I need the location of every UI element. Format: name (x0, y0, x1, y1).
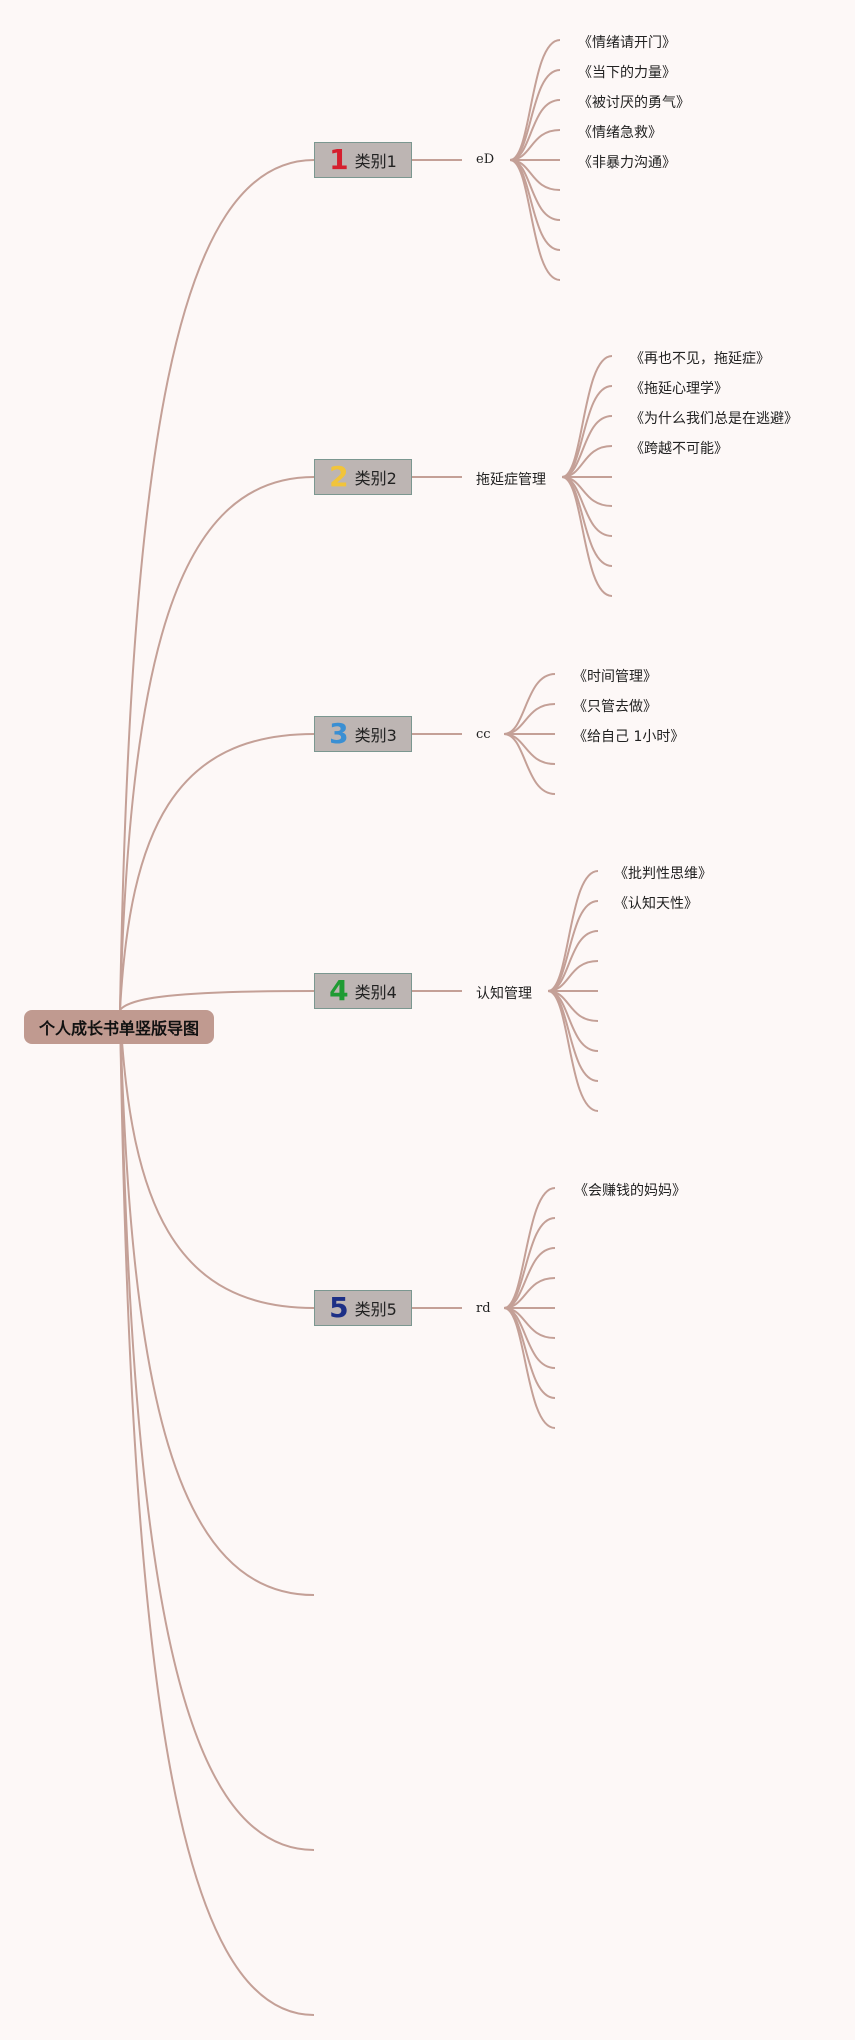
book-item[interactable]: 《为什么我们总是在逃避》 (630, 411, 798, 427)
leaf-connector (503, 673, 556, 735)
category-node-2[interactable]: 2 类别2 (314, 459, 412, 495)
category-label-4: 类别4 (354, 983, 397, 1002)
empty-root-branch (119, 1009, 315, 1851)
category-node-1[interactable]: 1 类别1 (314, 142, 412, 178)
category-node-4[interactable]: 4 类别4 (314, 973, 412, 1009)
subtopic-5[interactable]: rd (476, 1301, 491, 1316)
number-badge-2: 2 (329, 460, 349, 493)
number-badge-3: 3 (329, 717, 349, 750)
leaf-connector (503, 733, 556, 765)
category-label-5: 类别5 (354, 1300, 397, 1319)
leaf-connector (561, 415, 613, 478)
category-node-3[interactable]: 3 类别3 (314, 716, 412, 752)
leaf-connector (509, 99, 561, 161)
number-badge-1: 1 (329, 143, 349, 176)
book-item[interactable]: 《跨越不可能》 (630, 441, 728, 457)
leaf-connector (561, 476, 613, 537)
book-item[interactable]: 《被讨厌的勇气》 (578, 95, 690, 111)
leaf-connector (547, 990, 599, 1112)
book-item[interactable]: 《情绪请开门》 (578, 35, 676, 51)
book-item[interactable]: 《拖延心理学》 (630, 381, 728, 397)
root-branch (119, 733, 315, 1011)
leaf-connector (503, 733, 556, 795)
subtopic-3[interactable]: cc (476, 727, 491, 742)
leaf-connector (561, 385, 613, 478)
leaf-connector (561, 476, 613, 597)
leaf-connector (509, 159, 561, 281)
category-label-1: 类别1 (354, 152, 397, 171)
book-item[interactable]: 《给自己 1小时》 (573, 729, 685, 745)
category-label-2: 类别2 (354, 469, 397, 488)
category-node-5[interactable]: 5 类别5 (314, 1290, 412, 1326)
book-item[interactable]: 《再也不见，拖延症》 (630, 351, 770, 367)
root-title: 个人成长书单竖版导图 (38, 1019, 199, 1038)
leaf-connector (503, 703, 556, 735)
book-item[interactable]: 《当下的力量》 (578, 65, 676, 81)
root-branch (119, 476, 315, 1011)
empty-root-branch (119, 1009, 315, 1596)
leaf-connector (547, 930, 599, 992)
leaf-connector (503, 1247, 556, 1309)
leaf-connector (509, 69, 561, 161)
root-branch (119, 159, 315, 1011)
book-item[interactable]: 《认知天性》 (614, 896, 698, 912)
number-badge-4: 4 (329, 974, 349, 1007)
leaf-connector (547, 900, 599, 992)
root-node[interactable]: 个人成长书单竖版导图 (24, 1010, 214, 1044)
book-item[interactable]: 《非暴力沟通》 (578, 155, 676, 171)
book-item[interactable]: 《批判性思维》 (614, 866, 712, 882)
category-label-3: 类别3 (354, 726, 397, 745)
root-branch (119, 990, 315, 1011)
subtopic-4[interactable]: 认知管理 (476, 986, 532, 1002)
leaf-connector (503, 1217, 556, 1309)
book-item[interactable]: 《会赚钱的妈妈》 (574, 1183, 686, 1199)
book-item[interactable]: 《情绪急救》 (578, 125, 662, 141)
book-item[interactable]: 《只管去做》 (573, 699, 657, 715)
leaf-connector (503, 1307, 556, 1429)
subtopic-2[interactable]: 拖延症管理 (476, 472, 546, 488)
subtopic-1[interactable]: eD (476, 152, 495, 167)
root-branch (119, 1009, 315, 1309)
book-item[interactable]: 《时间管理》 (573, 669, 657, 685)
number-badge-5: 5 (329, 1291, 349, 1324)
empty-root-branch (119, 1009, 315, 2016)
